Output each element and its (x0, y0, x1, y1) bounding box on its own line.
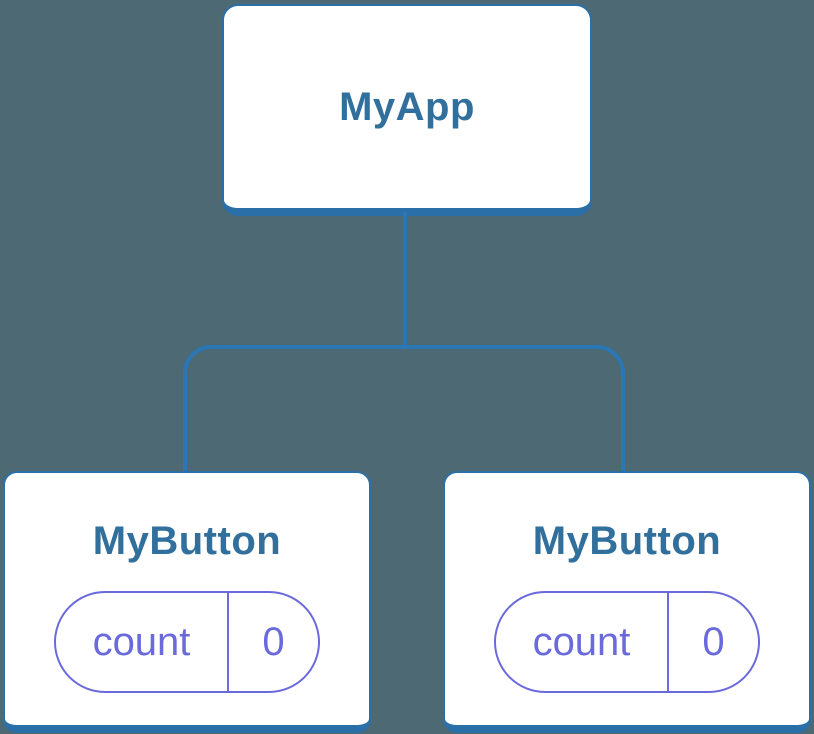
state-key: count (532, 619, 631, 664)
child-component-node-right: MyButton count 0 (443, 471, 811, 733)
child-component-label: MyButton (92, 519, 282, 563)
state-value: 0 (262, 619, 285, 664)
state-value-cell: 0 (229, 593, 318, 691)
state-key: count (92, 619, 191, 664)
root-component-label: MyApp (339, 84, 475, 129)
child-component-node-left: MyButton count 0 (3, 471, 371, 733)
tree-connector-stem (403, 212, 407, 347)
state-pill: count 0 (54, 591, 320, 693)
state-value: 0 (702, 619, 725, 664)
state-value-cell: 0 (669, 593, 758, 691)
state-key-cell: count (496, 593, 669, 691)
state-pill: count 0 (494, 591, 760, 693)
child-component-label: MyButton (532, 519, 722, 563)
state-key-cell: count (56, 593, 229, 691)
root-component-node: MyApp (222, 4, 592, 216)
tree-connector-bracket (183, 345, 625, 471)
